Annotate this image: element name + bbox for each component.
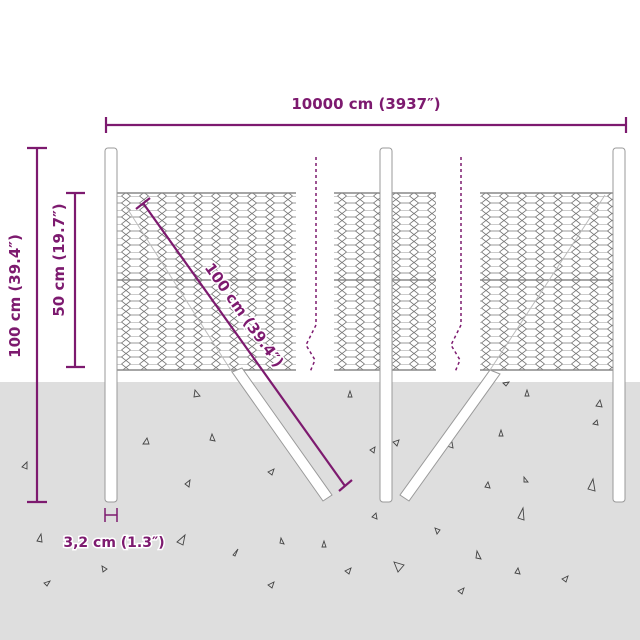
total-length-line	[104, 117, 628, 133]
mesh-panel-left	[106, 193, 296, 370]
post-height-line	[27, 146, 47, 504]
post-left	[104, 147, 118, 503]
mesh-height-label: 50 cm (19.7″)	[50, 203, 68, 316]
ground-stones	[21, 381, 624, 595]
post-height-label: 100 cm (39.4″)	[6, 234, 24, 358]
fence-posts	[104, 147, 626, 503]
ground	[0, 382, 640, 640]
total-length-label: 10000 cm (3937″)	[291, 95, 440, 113]
brace-length-line	[135, 197, 353, 492]
fence-braces	[124, 194, 606, 502]
fence-mesh-panels	[106, 192, 616, 371]
dimension-lines	[27, 117, 628, 522]
post-middle	[379, 147, 393, 503]
post-diameter-mark	[104, 508, 118, 522]
post-diameter-label: 3,2 cm (1.3″)	[63, 535, 164, 551]
mesh-height-line	[66, 191, 85, 369]
post-right	[612, 147, 626, 503]
break-markers	[305, 157, 462, 373]
